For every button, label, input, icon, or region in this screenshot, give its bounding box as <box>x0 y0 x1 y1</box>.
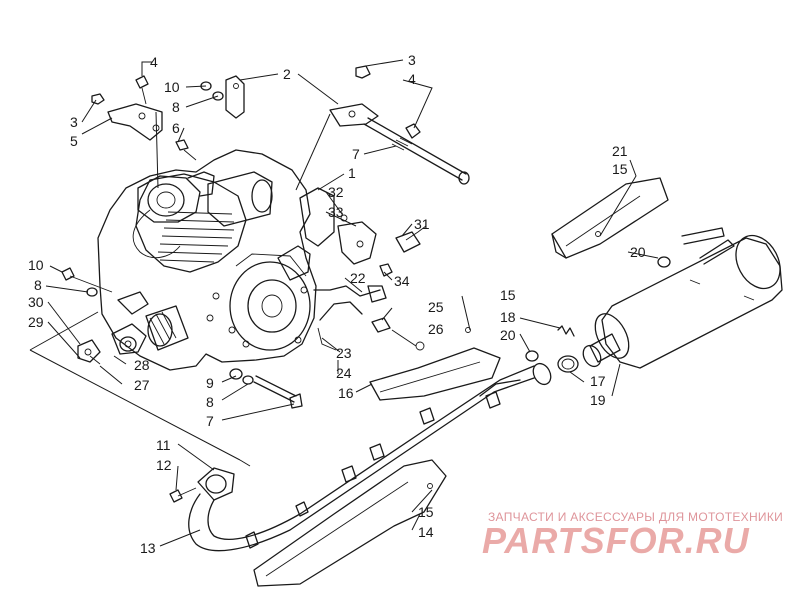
exhaust-pipe <box>188 362 552 552</box>
callout-20-a: 20 <box>630 244 646 260</box>
callout-2: 2 <box>283 66 291 82</box>
watermark-logo: PARTSFOR.RU <box>482 520 750 561</box>
callout-7-b: 7 <box>206 413 214 429</box>
left-mount-hardware <box>61 267 113 365</box>
callout-13: 13 <box>140 540 156 556</box>
callout-15-a: 15 <box>612 161 628 177</box>
callout-10-b: 10 <box>28 257 44 273</box>
callout-31: 31 <box>414 216 430 232</box>
exhaust-heat-shield-lower <box>253 459 447 587</box>
bolt-12 <box>169 487 197 503</box>
callout-24: 24 <box>336 365 352 381</box>
callout-17: 17 <box>590 373 606 389</box>
callout-16: 16 <box>338 385 354 401</box>
callout-27: 27 <box>134 377 150 393</box>
callout-15-b: 15 <box>500 287 516 303</box>
callout-labels: 4 10 8 2 3 4 3 5 6 7 1 32 33 31 21 15 20… <box>28 52 646 556</box>
callout-18: 18 <box>500 309 516 325</box>
exhaust-heat-shield-front <box>369 327 501 401</box>
leader-lines <box>29 59 659 547</box>
engine-assembly <box>97 149 317 371</box>
callout-9: 9 <box>206 375 214 391</box>
callout-29: 29 <box>28 314 44 330</box>
watermark-tagline: ЗАПЧАСТИ И АКСЕССУАРЫ ДЛЯ МОТОТЕХНИКИ <box>488 510 784 524</box>
spring-and-gasket <box>525 325 579 373</box>
callout-34: 34 <box>394 273 410 289</box>
callout-22: 22 <box>350 270 366 286</box>
upper-mount-hardware <box>91 65 470 185</box>
callout-20-b: 20 <box>500 327 516 343</box>
muffler <box>582 227 783 369</box>
callout-25: 25 <box>428 299 444 315</box>
callout-7-a: 7 <box>352 146 360 162</box>
callout-15-c: 15 <box>418 504 434 520</box>
callout-28: 28 <box>134 357 150 373</box>
callout-21: 21 <box>612 143 628 159</box>
callout-19: 19 <box>590 392 606 408</box>
callout-3-b: 3 <box>70 114 78 130</box>
callout-8-b: 8 <box>34 277 42 293</box>
callout-12: 12 <box>156 457 172 473</box>
callout-32: 32 <box>328 184 344 200</box>
callout-33: 33 <box>328 204 344 220</box>
callout-23: 23 <box>336 345 352 361</box>
callout-6: 6 <box>172 120 180 136</box>
muffler-heat-shield <box>551 177 669 259</box>
callout-1: 1 <box>348 165 356 181</box>
callout-10-a: 10 <box>164 79 180 95</box>
callout-11: 11 <box>156 437 171 453</box>
callout-3-a: 3 <box>408 52 416 68</box>
callout-4-b: 4 <box>408 71 416 87</box>
callout-26: 26 <box>428 321 444 337</box>
callout-8-c: 8 <box>206 394 214 410</box>
callout-14: 14 <box>418 524 434 540</box>
callout-5: 5 <box>70 133 78 149</box>
sensor-and-bracket-hardware <box>299 187 427 351</box>
callout-8-a: 8 <box>172 99 180 115</box>
callout-30: 30 <box>28 294 44 310</box>
callout-4-a: 4 <box>150 54 158 70</box>
